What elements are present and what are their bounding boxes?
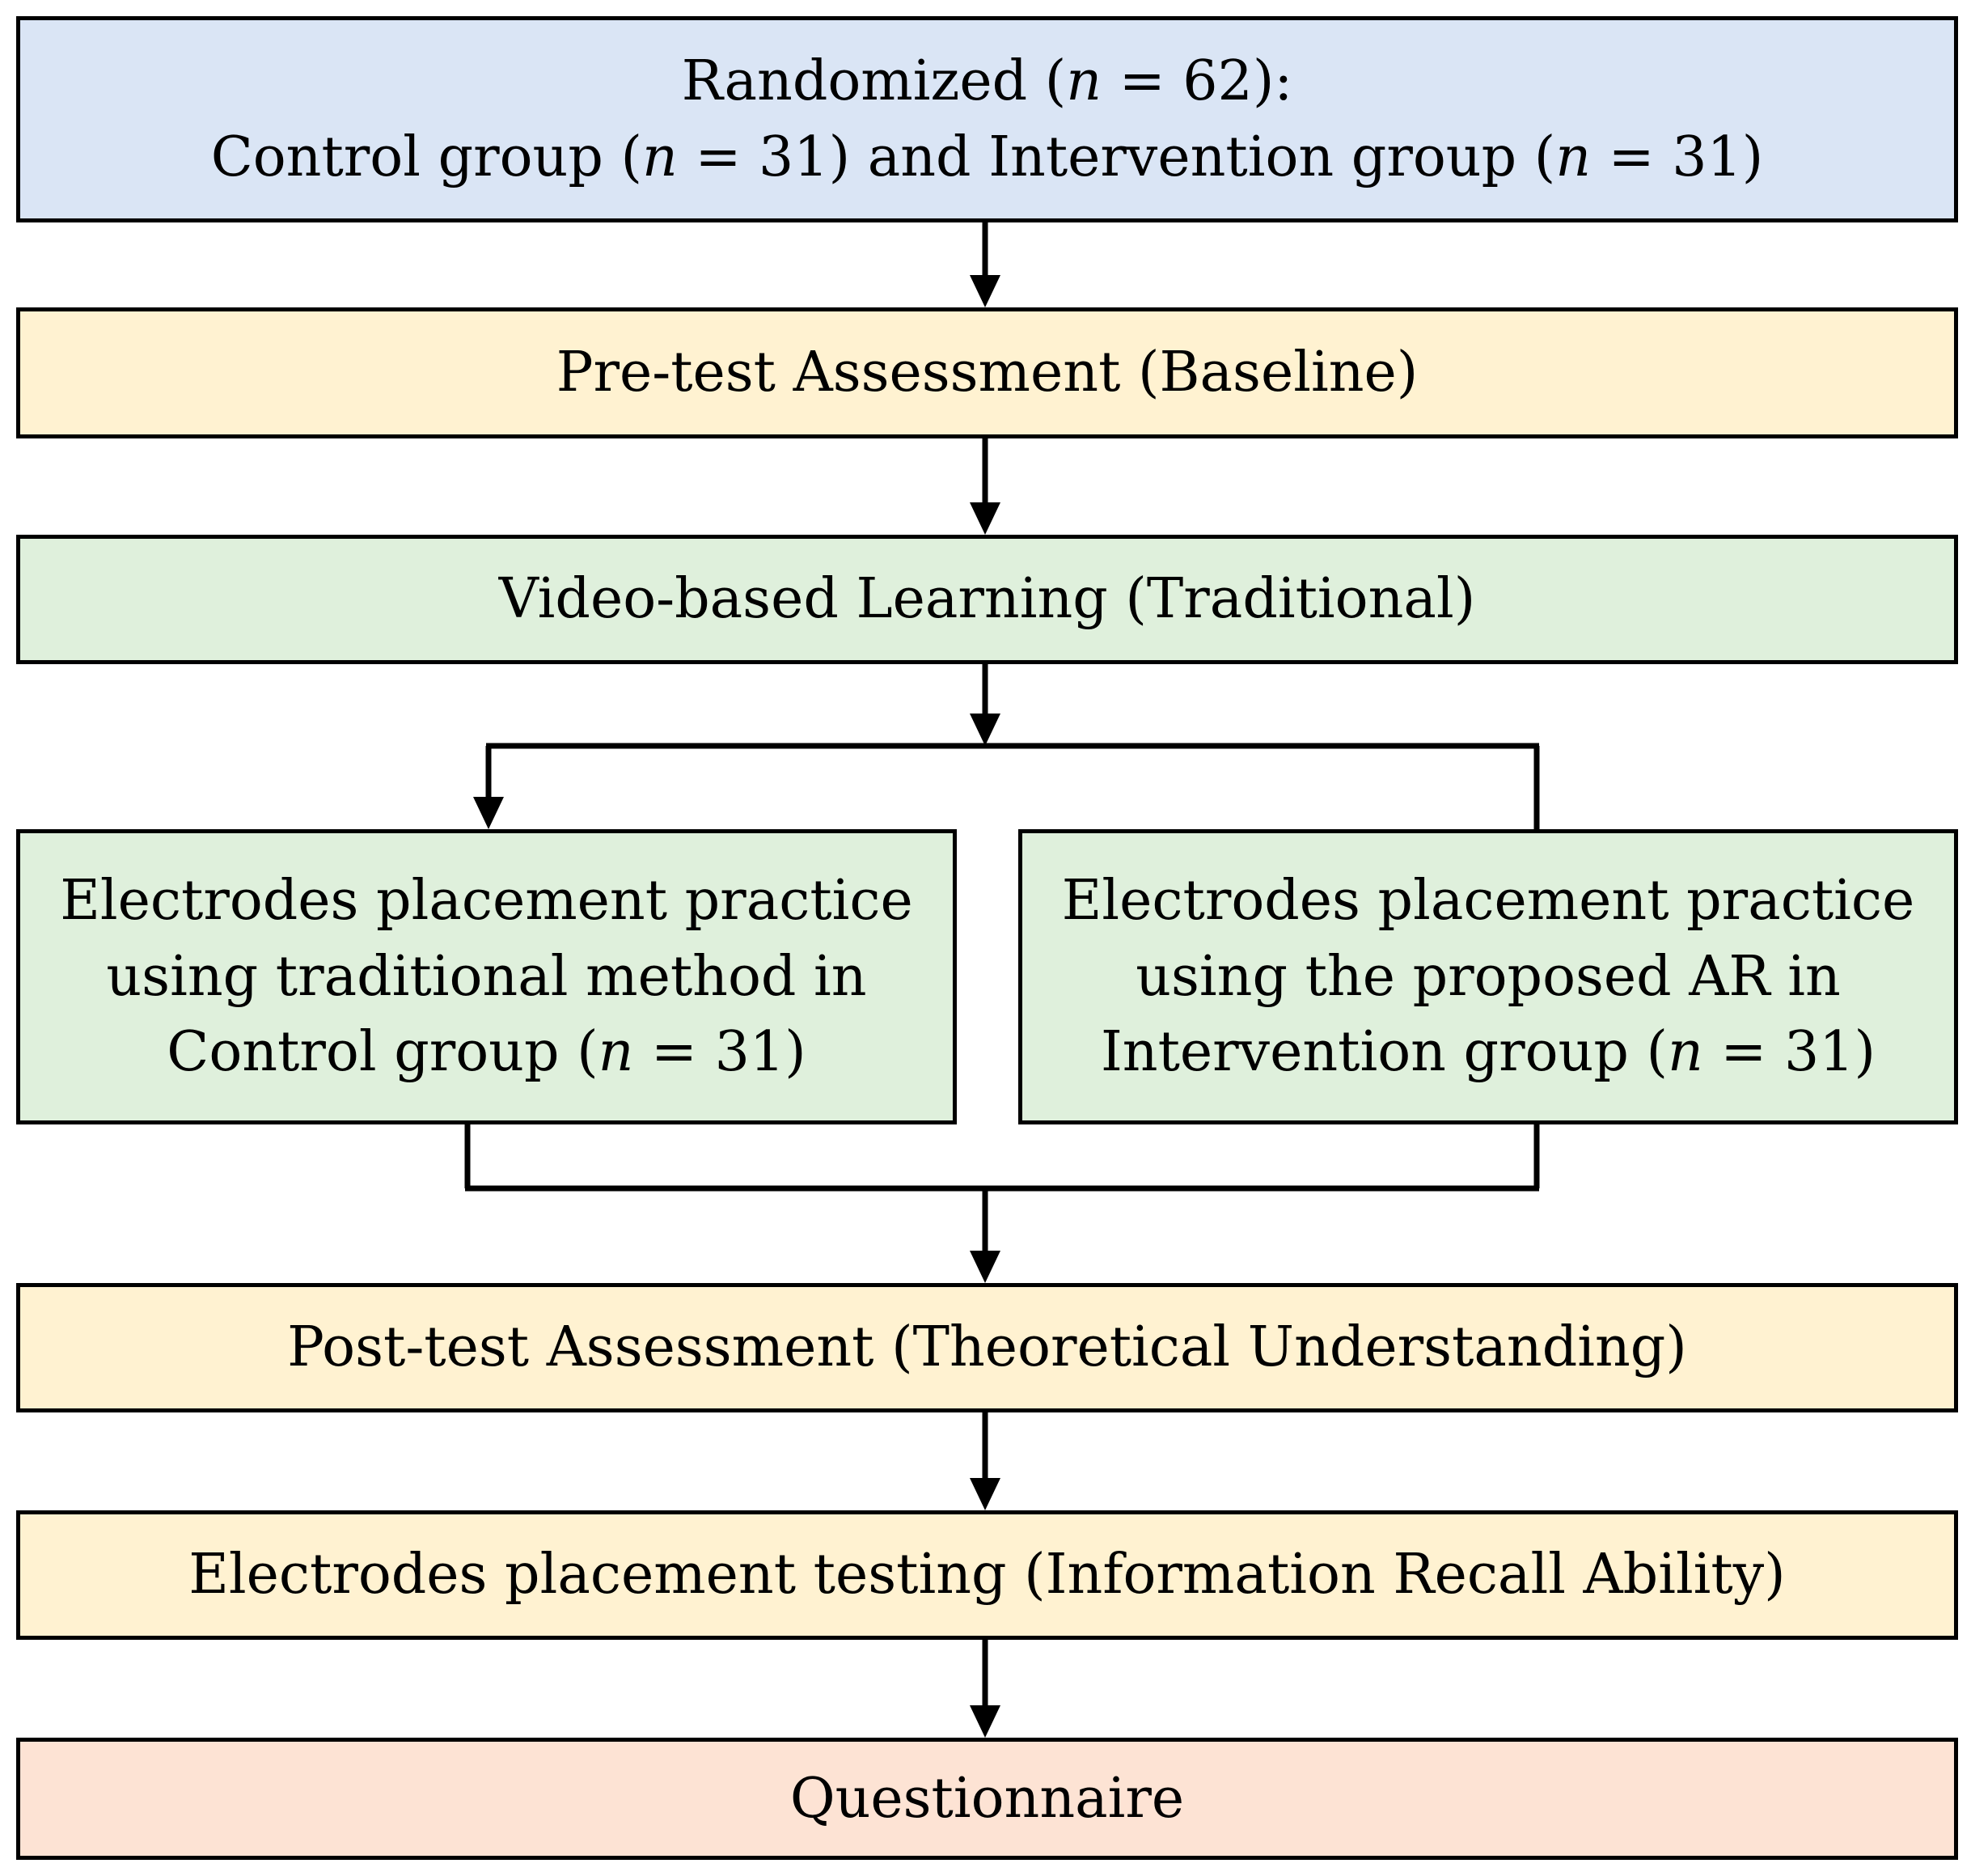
arrow-merge-to-posttest-head	[970, 1251, 1000, 1283]
randomized-line-1: Randomized (n = 62):	[681, 49, 1293, 113]
arrow-posttest-to-recall-head	[970, 1478, 1000, 1510]
pretest-label: Pre-test Assessment (Baseline)	[556, 341, 1419, 405]
arrow-split-to-control-head	[473, 797, 504, 829]
intervention-group-box: Electrodes placement practice using the …	[1018, 829, 1958, 1124]
intervention-line-2: using the proposed AR in	[1136, 944, 1841, 1009]
posttest-label: Post-test Assessment (Theoretical Unders…	[287, 1315, 1687, 1380]
control-line-3: Control group (n = 31)	[167, 1020, 806, 1085]
randomized-line-2: Control group (n = 31) and Intervention …	[210, 125, 1764, 189]
control-line-2: using traditional method in	[106, 944, 867, 1009]
questionnaire-box: Questionnaire	[16, 1738, 1958, 1860]
recall-testing-label: Electrodes placement testing (Informatio…	[188, 1543, 1786, 1607]
posttest-box: Post-test Assessment (Theoretical Unders…	[16, 1283, 1958, 1412]
video-learning-label: Video-based Learning (Traditional)	[498, 567, 1476, 632]
randomized-box: Randomized (n = 62): Control group (n = …	[16, 16, 1958, 222]
arrow-video-to-split-head	[970, 714, 1000, 746]
control-line-1: Electrodes placement practice	[60, 868, 913, 933]
control-group-box: Electrodes placement practice using trad…	[16, 829, 957, 1124]
video-learning-box: Video-based Learning (Traditional)	[16, 535, 1958, 664]
intervention-line-1: Electrodes placement practice	[1061, 868, 1915, 933]
intervention-line-3: Intervention group (n = 31)	[1100, 1020, 1876, 1085]
questionnaire-label: Questionnaire	[789, 1766, 1185, 1831]
recall-testing-box: Electrodes placement testing (Informatio…	[16, 1510, 1958, 1640]
arrow-recall-to-questionnaire-head	[970, 1705, 1000, 1738]
arrow-randomized-to-pretest-head	[970, 275, 1000, 307]
arrow-pretest-to-video-head	[970, 502, 1000, 535]
pretest-box: Pre-test Assessment (Baseline)	[16, 307, 1958, 438]
